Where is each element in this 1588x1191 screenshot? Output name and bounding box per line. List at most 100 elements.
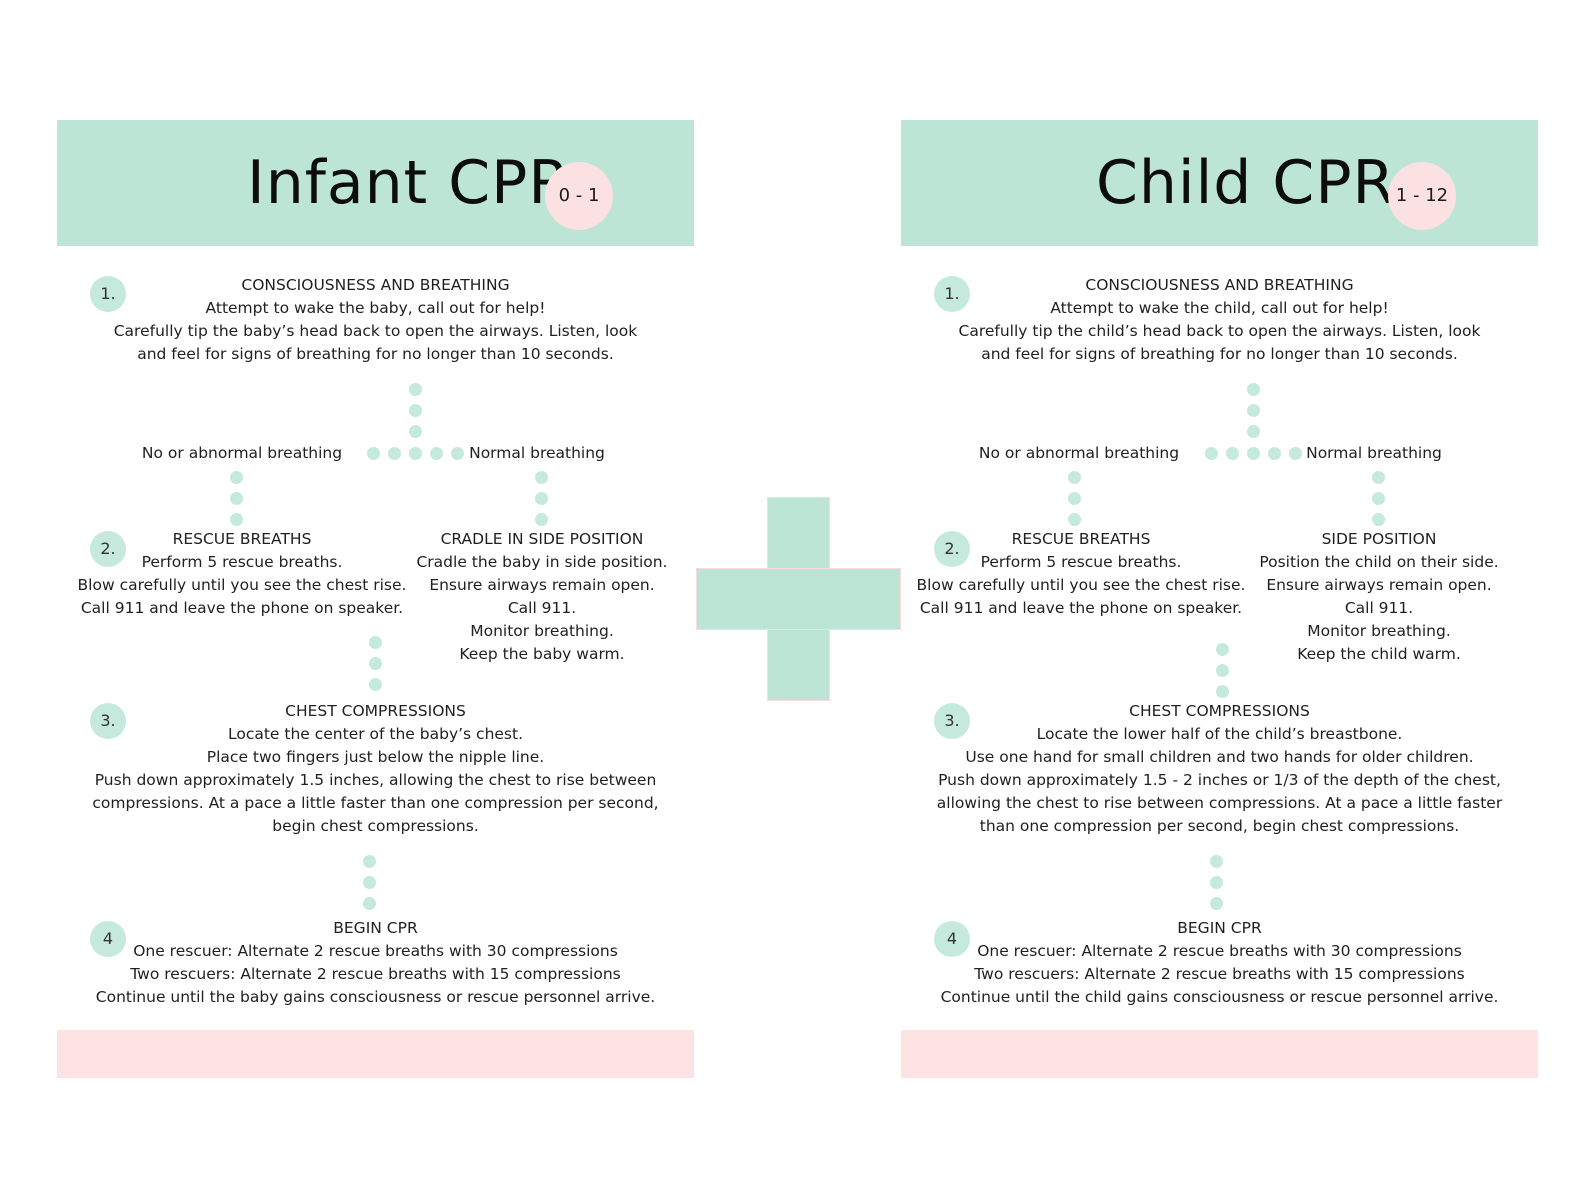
connector-dot [230,471,243,484]
branch-normal-breathing: Normal breathing [469,444,605,462]
connector-dot [409,404,422,417]
step-1-text: CONSCIOUSNESS AND BREATHING Attempt to w… [901,274,1538,366]
connector-dot [535,513,548,526]
step-2-text: RESCUE BREATHS Perform 5 rescue breaths.… [916,528,1246,620]
step-2-line: Perform 5 rescue breaths. [980,553,1182,571]
infant-title: Infant CPR [247,148,572,218]
step-1-heading: CONSCIOUSNESS AND BREATHING [241,276,510,294]
step-4-text: BEGIN CPR One rescuer: Alternate 2 rescu… [901,917,1538,1009]
step-2-line: Blow carefully until you see the chest r… [77,576,407,594]
connector-dot [1372,492,1385,505]
step-3-line: Locate the lower half of the child’s bre… [1036,725,1403,743]
infant-age-badge: 0 - 1 [545,162,613,230]
step-3-number: 3. [934,703,970,739]
step-1-number: 1. [934,276,970,312]
connector-dot [1372,513,1385,526]
connector-dot [451,447,464,460]
connector-dot [369,657,382,670]
step-1-line: and feel for signs of breathing for no l… [981,345,1458,363]
step-4-line: One rescuer: Alternate 2 rescue breaths … [133,942,618,960]
connector-dot [1210,876,1223,889]
side-position-line: Keep the baby warm. [459,645,625,663]
step-3-heading: CHEST COMPRESSIONS [285,702,466,720]
side-position-line: Ensure airways remain open. [1266,576,1492,594]
connector-dot [1247,425,1260,438]
step-3-line: allowing the chest to rise between compr… [936,794,1503,812]
connector-dot [1068,513,1081,526]
step-1-heading: CONSCIOUSNESS AND BREATHING [1085,276,1354,294]
side-position-heading: SIDE POSITION [1321,530,1437,548]
step-1-line: Carefully tip the child’s head back to o… [958,322,1481,340]
side-position-line: Ensure airways remain open. [429,576,655,594]
child-footer-band [901,1030,1538,1078]
step-3-line: compressions. At a pace a little faster … [92,794,659,812]
connector-dot [409,447,422,460]
connector-dot [1247,447,1260,460]
connector-dot [367,447,380,460]
step-1-line: Attempt to wake the child, call out for … [1050,299,1389,317]
step-4-heading: BEGIN CPR [1177,919,1262,937]
step-3-line: Place two fingers just below the nipple … [206,748,545,766]
step-4-line: One rescuer: Alternate 2 rescue breaths … [977,942,1462,960]
connector-dot [409,383,422,396]
step-2-heading: RESCUE BREATHS [172,530,312,548]
connector-dot [363,876,376,889]
step-3-text: CHEST COMPRESSIONS Locate the center of … [57,700,694,838]
side-position-text: CRADLE IN SIDE POSITION Cradle the baby … [412,528,672,666]
connector-dot [1268,447,1281,460]
step-3-line: Push down approximately 1.5 - 2 inches o… [938,771,1501,789]
step-3-text: CHEST COMPRESSIONS Locate the lower half… [901,700,1538,838]
connector-dot [1068,492,1081,505]
step-2-text: RESCUE BREATHS Perform 5 rescue breaths.… [77,528,407,620]
connector-dot [363,897,376,910]
connector-dot [1216,664,1229,677]
step-4-number: 4 [934,921,970,957]
step-1-number: 1. [90,276,126,312]
step-4-number: 4 [90,921,126,957]
side-position-heading: CRADLE IN SIDE POSITION [440,530,644,548]
connector-dot [230,492,243,505]
connector-dot [1247,383,1260,396]
child-header: Child CPR 1 - 12 [901,120,1538,246]
step-3-line: Push down approximately 1.5 inches, allo… [94,771,657,789]
step-3-heading: CHEST COMPRESSIONS [1129,702,1310,720]
step-2-line: Call 911 and leave the phone on speaker. [919,599,1243,617]
step-3-line: Use one hand for small children and two … [965,748,1474,766]
medical-cross-icon-center [768,569,829,629]
connector-dot [1372,471,1385,484]
step-4-line: Two rescuers: Alternate 2 rescue breaths… [974,965,1465,983]
connector-dot [1210,897,1223,910]
connector-dot [1216,643,1229,656]
step-4-text: BEGIN CPR One rescuer: Alternate 2 rescu… [57,917,694,1009]
step-4-line: Continue until the child gains conscious… [940,988,1499,1006]
child-title: Child CPR [1096,148,1396,218]
side-position-line: Call 911. [507,599,577,617]
connector-dot [1247,404,1260,417]
step-3-line: Locate the center of the baby’s chest. [227,725,524,743]
step-4-line: Continue until the baby gains consciousn… [95,988,656,1006]
step-1-line: Attempt to wake the baby, call out for h… [205,299,546,317]
step-3-line: than one compression per second, begin c… [979,817,1460,835]
connector-dot [535,471,548,484]
step-1-line: and feel for signs of breathing for no l… [137,345,614,363]
infant-cpr-panel: Infant CPR 0 - 1 1. CONSCIOUSNESS AND BR… [57,120,694,1078]
step-3-number: 3. [90,703,126,739]
connector-dot [409,425,422,438]
connector-dot [388,447,401,460]
connector-dot [1289,447,1302,460]
connector-dot [1210,855,1223,868]
connector-dot [369,678,382,691]
branch-normal-breathing: Normal breathing [1306,444,1442,462]
connector-dot [369,636,382,649]
side-position-line: Monitor breathing. [470,622,614,640]
connector-dot [535,492,548,505]
step-2-line: Perform 5 rescue breaths. [141,553,343,571]
step-1-line: Carefully tip the baby’s head back to op… [113,322,638,340]
child-cpr-panel: Child CPR 1 - 12 1. CONSCIOUSNESS AND BR… [901,120,1538,1078]
side-position-text: SIDE POSITION Position the child on thei… [1249,528,1509,666]
side-position-line: Position the child on their side. [1259,553,1499,571]
side-position-line: Cradle the baby in side position. [416,553,668,571]
connector-dot [1226,447,1239,460]
step-4-line: Two rescuers: Alternate 2 rescue breaths… [130,965,621,983]
step-2-number: 2. [90,531,126,567]
